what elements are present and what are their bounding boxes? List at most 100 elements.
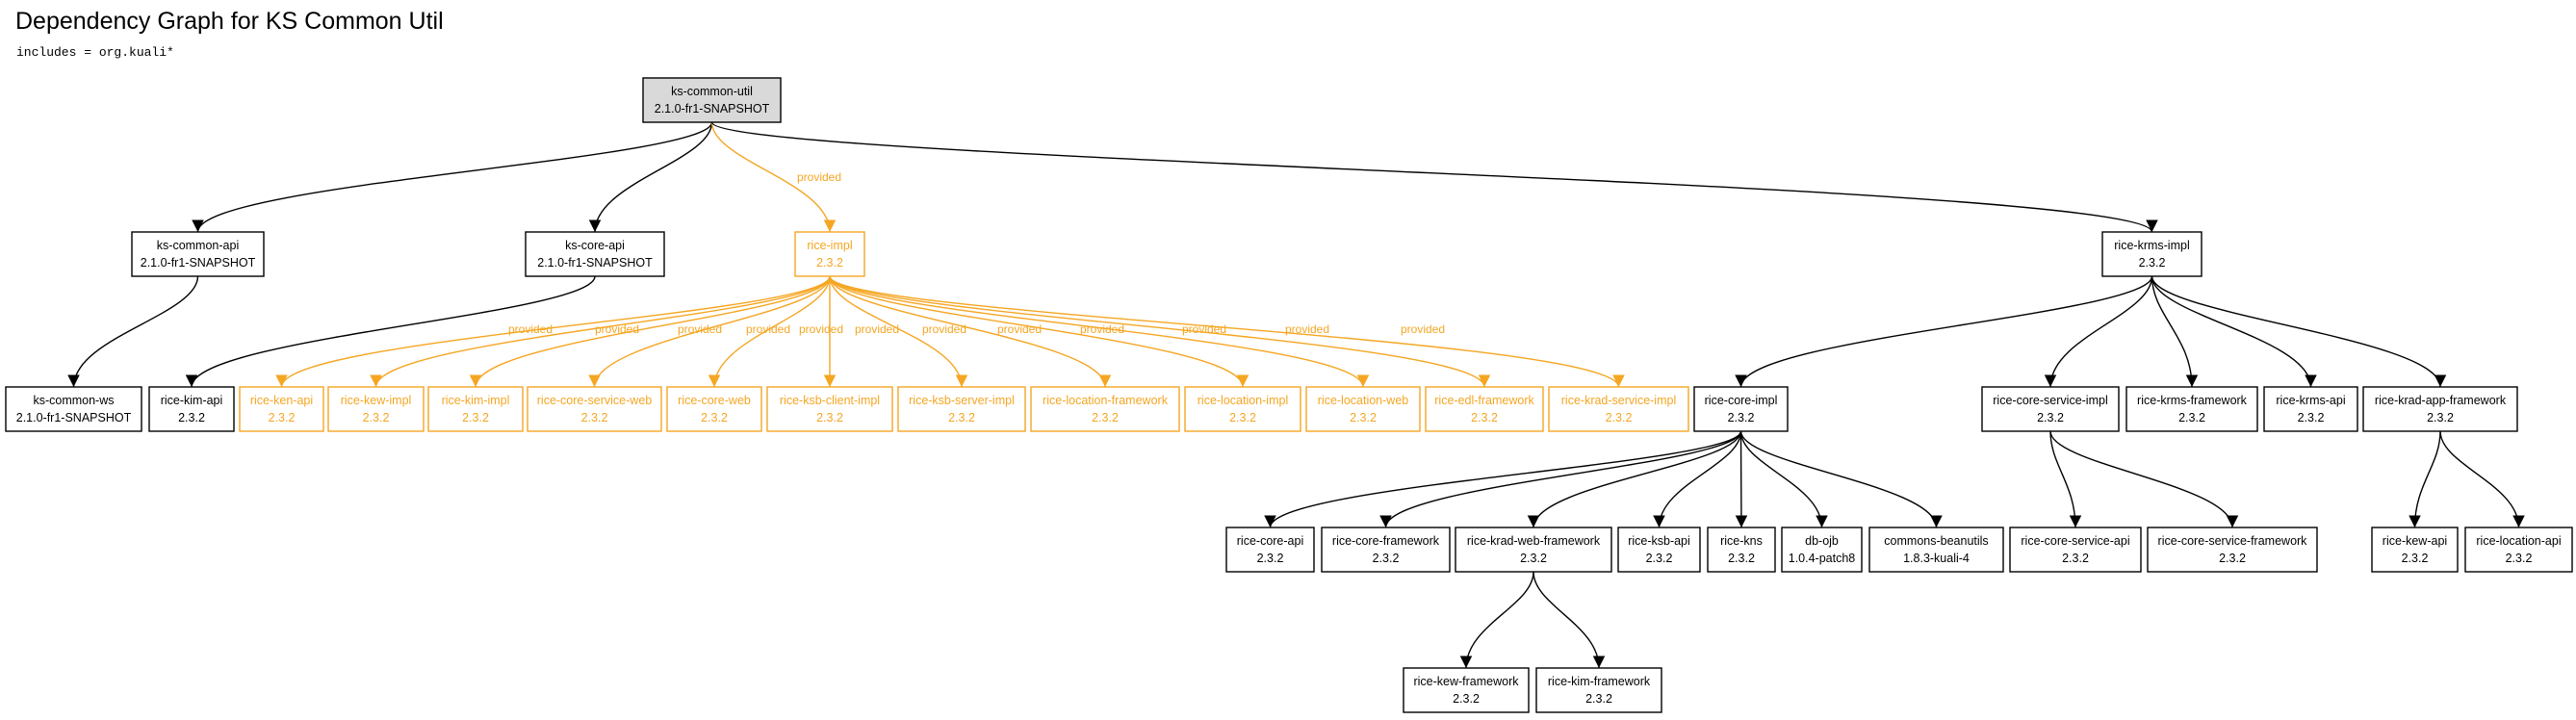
node-version: 2.3.2 [2427,411,2454,424]
node-name: rice-core-web [678,394,751,407]
node-version: 2.3.2 [816,411,843,424]
node-name: rice-krad-service-impl [1561,394,1676,407]
node-version: 2.3.2 [948,411,975,424]
node-name: rice-kew-impl [341,394,412,407]
node-version: 2.3.2 [581,411,608,424]
edge-label-provided: provided [797,170,841,184]
edge-root-to-ks-core-api [588,121,713,233]
edge-rice-impl-to-rice-kim-impl [469,275,831,388]
node-box [1403,667,1530,713]
node-name: ks-common-api [157,239,239,252]
node-ks-common-ws[interactable]: ks-common-ws2.1.0-fr1-SNAPSHOT [5,386,142,432]
edge-ks-common-api-to-ks-common-ws [67,275,199,388]
node-name: rice-core-service-framework [2158,534,2308,548]
edge-rice-impl-to-rice-location-web [829,275,1370,388]
node-version: 2.3.2 [1257,552,1284,565]
edge-rice-krms-impl-to-rice-core-service-impl [2044,275,2153,388]
node-version: 2.1.0-fr1-SNAPSHOT [537,256,653,270]
node-ks-core-api[interactable]: ks-core-api 2.1.0-fr1-SNAPSHOT [525,231,665,277]
node-version: 2.3.2 [462,411,489,424]
edge-rice-core-impl-to-rice-core-api [1264,430,1742,528]
edge-rice-impl-to-rice-ksb-server-impl [829,275,968,388]
node-version: 2.1.0-fr1-SNAPSHOT [655,102,770,116]
node-box [642,77,782,123]
node-rice-ksb-client-impl[interactable]: rice-ksb-client-impl 2.3.2 [766,386,893,432]
edge-ks-core-api-to-rice-kim-api [185,275,596,388]
node-rice-ksb-server-impl[interactable]: rice-ksb-server-impl 2.3.2 [897,386,1026,432]
edge-rice-impl-to-rice-edl-framework [829,275,1491,388]
edge-rice-core-impl-to-rice-core-framework [1379,430,1742,528]
edge-rice-impl-to-rice-kew-impl [370,275,831,388]
node-version: 2.3.2 [1728,552,1755,565]
edge-rice-core-impl-to-rice-krad-web-framework [1527,430,1742,528]
edge-rice-krad-web-framework-to-rice-kew-framework [1459,571,1534,669]
node-version: 2.3.2 [2139,256,2166,270]
edge-label-provided: provided [799,322,843,336]
node-box [1981,386,2120,432]
edge-label-provided: provided [922,322,966,336]
edge-rice-impl-to-rice-ken-api [275,275,831,388]
edge-rice-impl-to-rice-krad-service-impl [829,275,1625,388]
node-version: 2.3.2 [2402,552,2429,565]
node-version: 2.3.2 [1471,411,1498,424]
node-version: 2.3.2 [2062,552,2089,565]
page-title: Dependency Graph for KS Common Util [15,8,444,35]
node-box [2125,386,2258,432]
node-name: rice-ksb-server-impl [909,394,1015,407]
edge-label-provided: provided [1080,322,1124,336]
node-box [1548,386,1689,432]
node-version: 2.3.2 [1728,411,1755,424]
node-name: rice-ksb-client-impl [780,394,880,407]
node-box [2263,386,2358,432]
node-box [1184,386,1301,432]
edge-rice-krms-impl-to-rice-krad-app-framework [2151,275,2447,388]
node-version: 2.3.2 [2178,411,2205,424]
edge-rice-krms-impl-to-rice-krms-framework [2151,275,2199,388]
node-rice-location-framework[interactable]: rice-location-framework 2.3.2 [1030,386,1180,432]
edge-root-to-rice-krms-impl [710,121,2158,233]
node-name: rice-location-framework [1043,394,1169,407]
edge-rice-impl-to-rice-location-impl [829,275,1249,388]
node-name: rice-kim-impl [442,394,510,407]
node-name: rice-location-web [1318,394,1409,407]
edge-label-provided: provided [1182,322,1226,336]
node-name: ks-core-api [565,239,625,252]
node-box [2101,231,2202,277]
node-version: 2.3.2 [1453,692,1480,706]
node-box [2009,527,2142,573]
node-version: 2.3.2 [1092,411,1119,424]
edge-rice-core-impl-to-commons-beanutils [1739,430,1943,528]
node-rice-kim-impl[interactable]: rice-kim-impl 2.3.2 [427,386,524,432]
